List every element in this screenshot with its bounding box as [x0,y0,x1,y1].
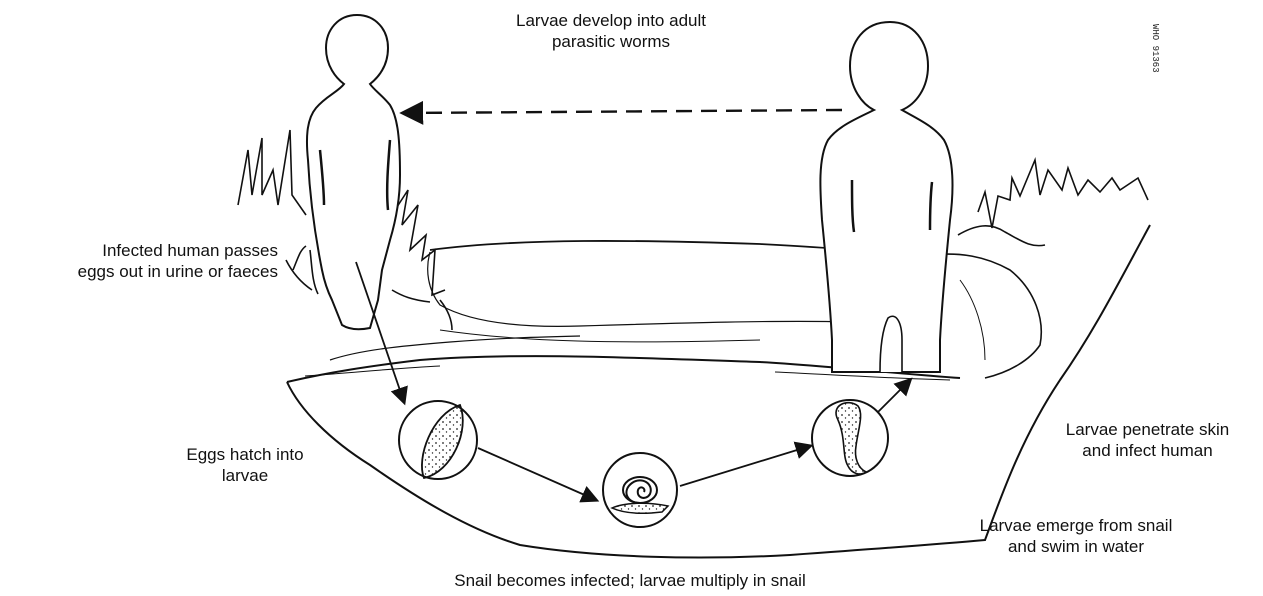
snail-circle [603,453,677,527]
label-line: Infected human passes [0,240,278,261]
label-emerge-snail: Larvae emerge from snail and swim in wat… [965,515,1187,557]
label-line: and swim in water [965,536,1187,557]
label-line: Eggs hatch into [150,444,340,465]
label-line: Larvae penetrate skin [1035,419,1260,440]
label-line: eggs out in urine or faeces [0,261,278,282]
pond [287,225,1150,558]
label-line: Larvae emerge from snail [965,515,1187,536]
larva-circle [812,400,888,476]
label-snail-infected: Snail becomes infected; larvae multiply … [400,570,860,591]
label-line: larvae [150,465,340,486]
label-line: Larvae develop into adult [486,10,736,31]
label-eggs-hatch: Eggs hatch into larvae [150,444,340,486]
arrow-to-larva [680,446,810,486]
grass-right [958,160,1148,246]
arrow-to-snail [478,448,596,500]
label-line: parasitic worms [486,31,736,52]
label-penetrate-skin: Larvae penetrate skin and infect human [1035,419,1260,461]
label-line: Snail becomes infected; larvae multiply … [400,570,860,591]
figure-code: WHO 91363 [1150,24,1160,73]
arrow-to-human [878,380,910,412]
dashed-arrow [404,110,842,113]
label-adult-worms: Larvae develop into adult parasitic worm… [486,10,736,52]
egg-circle [399,401,477,479]
label-infected-human: Infected human passes eggs out in urine … [0,240,278,282]
label-line: and infect human [1035,440,1260,461]
